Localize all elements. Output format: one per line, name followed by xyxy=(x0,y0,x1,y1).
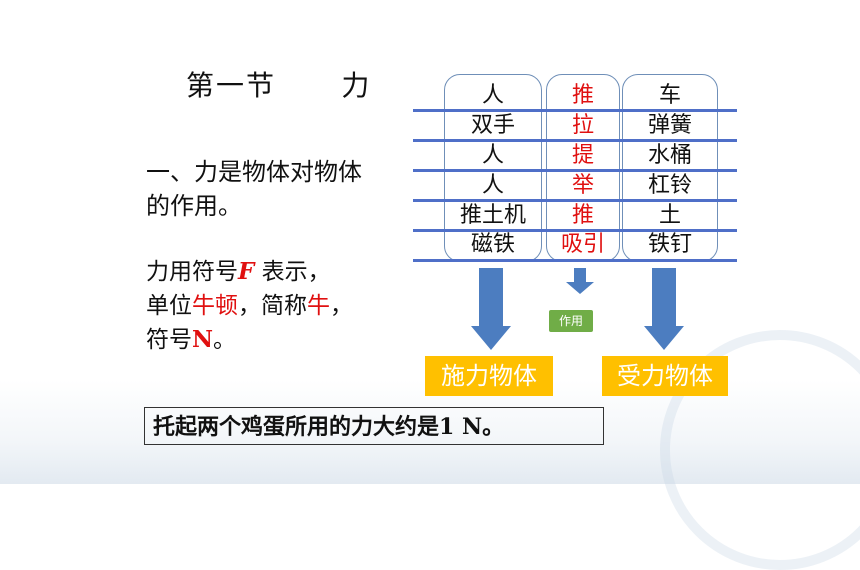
agent-cell: 人 xyxy=(481,143,504,168)
symbol-line-1: 力用符号F 表示， xyxy=(146,255,353,289)
force-definition: 一、力是物体对物体 的作用。 xyxy=(146,155,362,223)
agent-cell: 人 xyxy=(481,83,504,108)
row-divider xyxy=(413,199,737,202)
text-segment: 力用符号 xyxy=(146,259,238,285)
action-cell: 推 xyxy=(571,83,594,108)
receiver-cell: 土 xyxy=(658,203,681,228)
text-segment: 符号 xyxy=(146,327,192,353)
agent-cell: 推土机 xyxy=(459,203,526,228)
text-segment: ， xyxy=(330,293,353,319)
row-divider xyxy=(413,229,737,232)
egg-force-note: 托起两个鸡蛋所用的力大约是1 N。 xyxy=(144,407,604,445)
unit-short: 牛 xyxy=(307,293,330,319)
section-topic: 力 xyxy=(341,69,372,102)
section-title: 第一节 力 xyxy=(186,64,371,104)
force-symbol-f: F xyxy=(238,258,255,285)
section-number: 第一节 xyxy=(186,69,277,102)
text-segment: 单位 xyxy=(146,293,192,319)
action-cell: 提 xyxy=(571,143,594,168)
receiver-cell: 水桶 xyxy=(647,143,692,168)
text-segment: 表示， xyxy=(254,259,331,285)
definition-line-2: 的作用。 xyxy=(146,192,242,220)
receiver-cell: 铁钉 xyxy=(647,232,692,257)
action-cell: 推 xyxy=(571,203,594,228)
row-divider xyxy=(413,139,737,142)
receiver-cell: 弹簧 xyxy=(647,113,692,138)
receiver-cell: 杠铃 xyxy=(647,173,692,198)
unit-newton: 牛顿 xyxy=(192,293,238,319)
row-divider xyxy=(413,109,737,112)
action-tag: 作用 xyxy=(549,310,593,332)
text-segment: 。 xyxy=(213,327,237,353)
symbol-line-2: 单位牛顿，简称牛， xyxy=(146,289,353,323)
action-cell: 吸引 xyxy=(560,232,605,257)
receiver-column: 车 弹簧 水桶 杠铃 土 铁钉 xyxy=(622,74,718,262)
arrow-down-icon xyxy=(644,268,684,350)
arrow-down-icon xyxy=(471,268,511,350)
force-symbol-text: 力用符号F 表示， 单位牛顿，简称牛， 符号N。 xyxy=(146,255,353,357)
action-column: 推 拉 提 举 推 吸引 xyxy=(546,74,620,262)
receiver-label: 受力物体 xyxy=(602,356,728,396)
row-divider xyxy=(413,259,737,262)
row-divider xyxy=(413,169,737,172)
action-cell: 举 xyxy=(571,173,594,198)
agent-column: 人 双手 人 人 推土机 磁铁 xyxy=(444,74,542,262)
agent-label: 施力物体 xyxy=(425,356,553,396)
agent-cell: 双手 xyxy=(470,113,515,138)
arrow-down-icon xyxy=(566,268,594,294)
text-segment: ，简称 xyxy=(238,293,307,319)
action-cell: 拉 xyxy=(571,113,594,138)
definition-line-1: 一、力是物体对物体 xyxy=(146,158,362,186)
agent-cell: 人 xyxy=(481,173,504,198)
unit-symbol-n: N xyxy=(192,326,214,353)
receiver-cell: 车 xyxy=(658,83,681,108)
agent-cell: 磁铁 xyxy=(470,232,515,257)
symbol-line-3: 符号N。 xyxy=(146,323,353,357)
